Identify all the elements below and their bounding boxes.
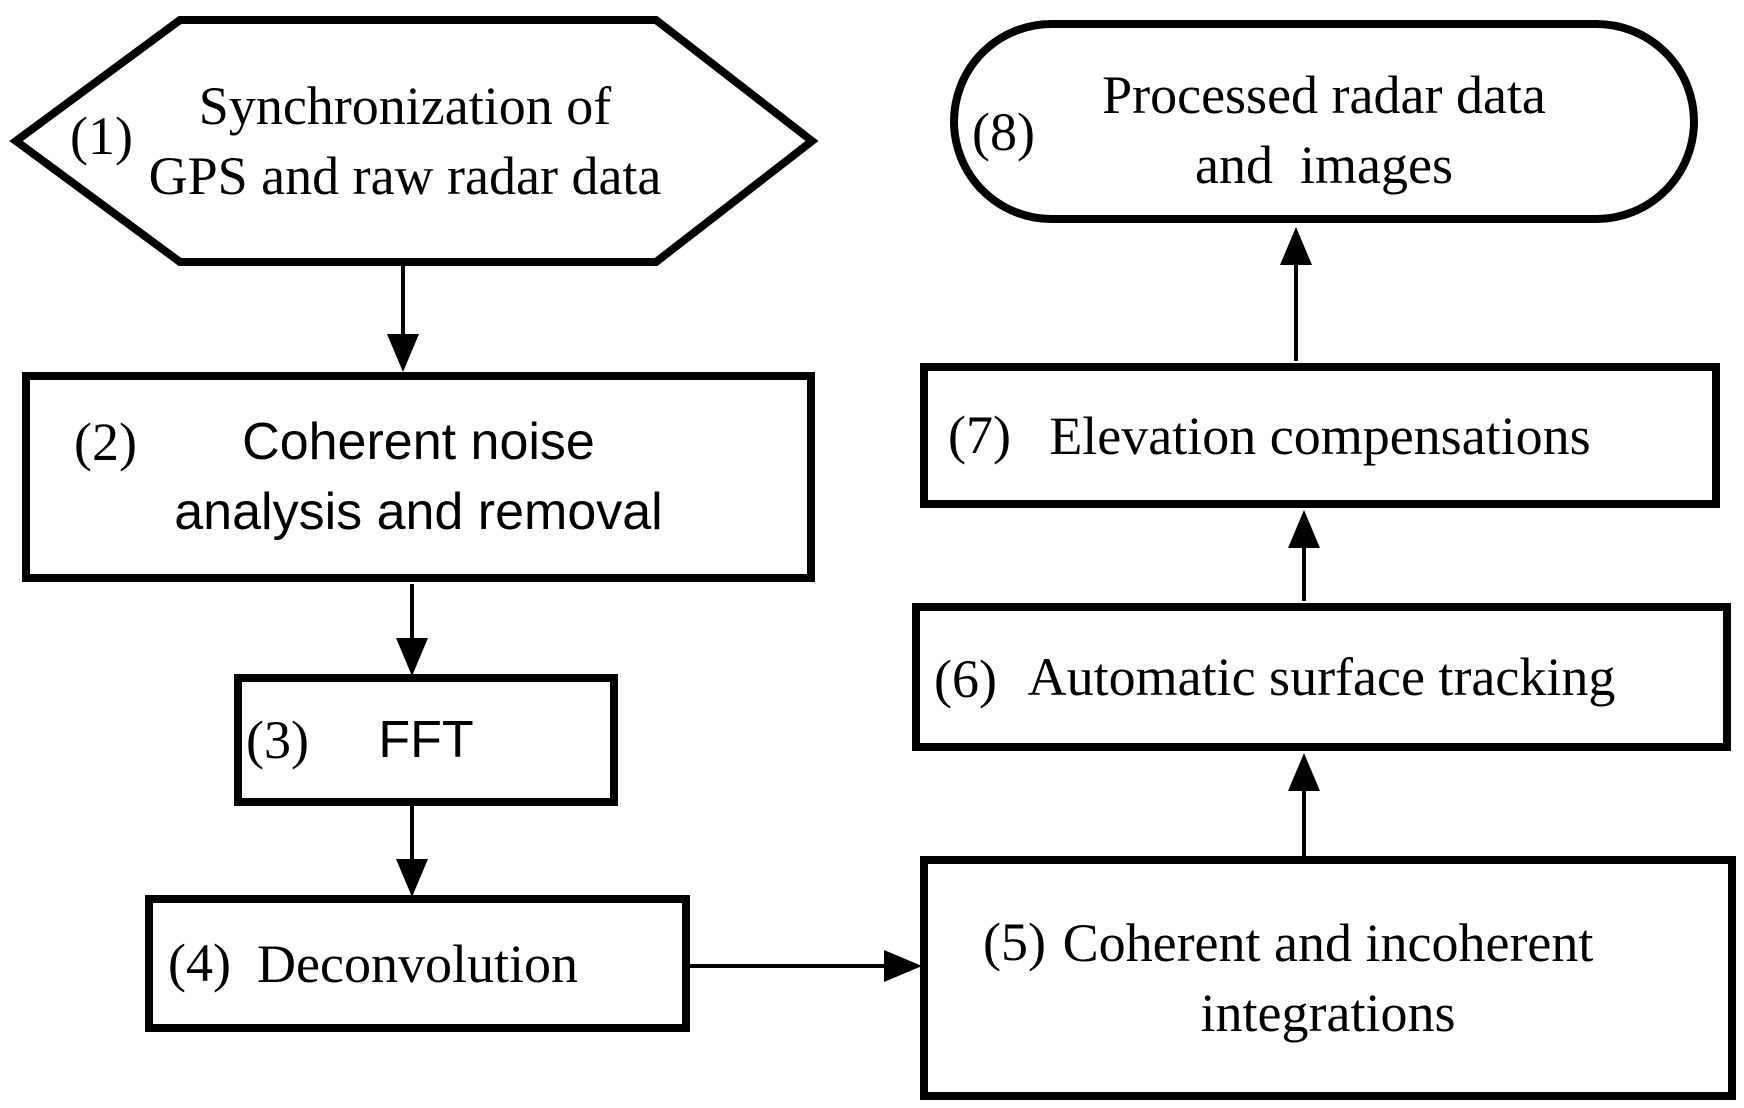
node-8-line-2: and images [1195, 134, 1453, 195]
arrow-head-up-icon [1280, 227, 1312, 265]
node-2-line-2: analysis and removal [174, 483, 663, 541]
arrow-head-down-icon [396, 859, 428, 897]
node-4-line-1: Deconvolution [257, 933, 578, 994]
node-8-line-1: Processed radar data [1102, 64, 1546, 125]
node-7-box [920, 363, 1720, 508]
arrow-head-right-icon [884, 950, 922, 982]
node-5-line-1: Coherent and incoherent [1062, 913, 1594, 973]
node-1-text: Synchronization of GPS and raw radar dat… [0, 20, 810, 262]
node-5-line-2: integrations [1200, 983, 1456, 1043]
arrow-head-up-icon [1288, 753, 1320, 791]
arrow-3-to-4 [396, 806, 428, 897]
node-6-box [912, 603, 1731, 751]
node-3-number: (3) [246, 710, 309, 770]
node-4-number: (4) [168, 933, 231, 993]
arrow-head-down-icon [387, 334, 419, 372]
arrow-1-to-2 [387, 266, 419, 372]
node-3-box [234, 674, 618, 806]
node-1-line-1: Synchronization of [198, 76, 612, 136]
node-5-box [920, 856, 1736, 1100]
arrow-head-up-icon [1288, 510, 1320, 548]
node-4-text: Deconvolution [145, 895, 690, 1032]
node-1-hexagon-shape [9, 16, 819, 266]
node-3-line-1: FFT [378, 711, 474, 769]
node-8-number: (8) [972, 102, 1035, 162]
node-5-number: (5) [983, 912, 1046, 972]
node-6-line-1: Automatic surface tracking [1027, 647, 1616, 707]
node-8-text: Processed radar data and images [950, 20, 1698, 223]
node-4-box [145, 895, 690, 1032]
arrow-6-to-7 [1288, 510, 1320, 601]
node-6-text: Automatic surface tracking [912, 603, 1731, 751]
node-6-number: (6) [934, 649, 997, 709]
arrow-2-to-3 [396, 584, 428, 676]
arrow-head-down-icon [396, 638, 428, 676]
node-7-number: (7) [948, 405, 1011, 465]
node-2-number: (2) [74, 412, 137, 472]
node-7-line-1: Elevation compensations [1049, 405, 1591, 466]
node-1-line-2: GPS and raw radar data [148, 146, 662, 206]
node-2-text: Coherent noise analysis and removal [22, 372, 815, 582]
node-2-box [22, 372, 815, 582]
node-7-text: Elevation compensations [920, 363, 1720, 508]
node-5-text: Coherent and incoherent integrations [920, 856, 1736, 1100]
node-3-text: FFT [234, 674, 618, 806]
arrow-4-to-5 [690, 950, 922, 982]
arrow-7-to-8 [1280, 227, 1312, 361]
node-2-line-1: Coherent noise [242, 413, 595, 471]
node-8-stadium [950, 20, 1698, 223]
node-1-number: (1) [70, 106, 133, 166]
arrow-5-to-6 [1288, 753, 1320, 856]
